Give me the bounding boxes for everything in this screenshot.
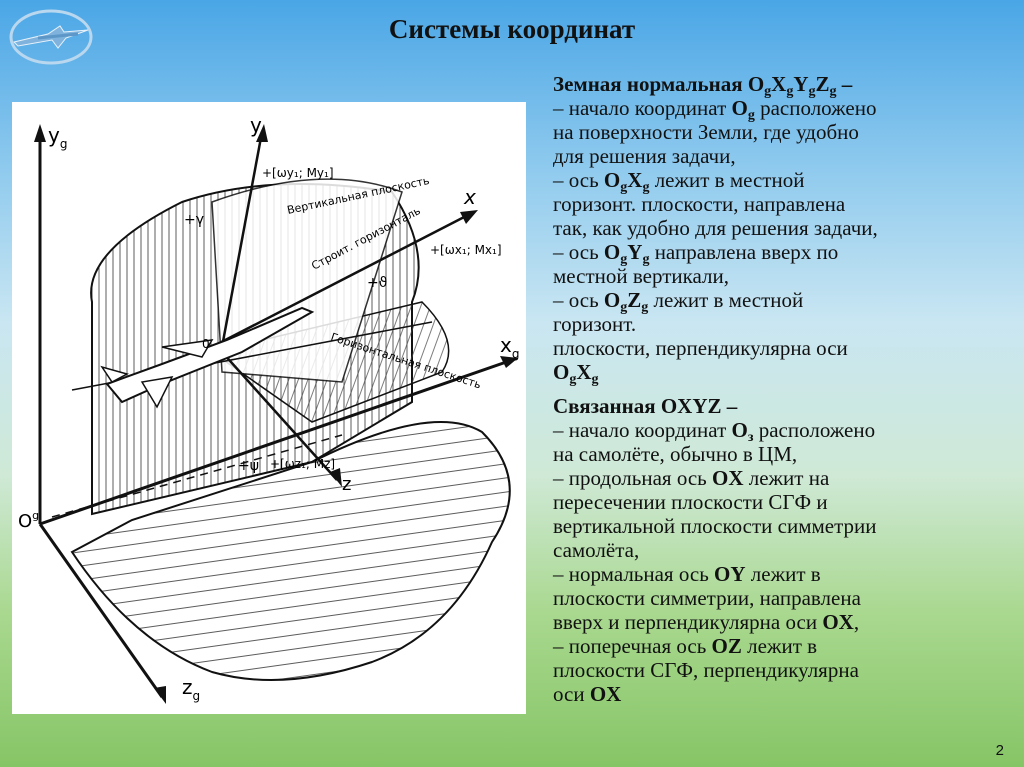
wz-label: +[ωz₁; Mz] [270,457,335,471]
og-label: O [18,511,32,532]
z-label: z [342,474,351,495]
svg-text:zg: zg [182,675,200,703]
o-label: 0 [202,337,210,351]
page-number: 2 [995,742,1004,759]
logo [8,8,94,66]
theta-label: +ϑ [367,275,387,291]
page-title: Системы координат [388,14,636,44]
description-text: Земная нормальная OgXgYgZg – – начало ко… [553,72,1008,706]
svg-text:xg: xg [500,333,519,361]
section1-heading: Земная нормальная OgXgYgZg – [553,72,853,99]
y-label: y [250,113,262,137]
wy-label: +[ωy₁; My₁] [262,166,334,180]
xg-label: x [500,333,512,357]
zg-label: z [182,675,193,699]
gamma-label: +γ [184,212,204,228]
svg-text:Og: Og [18,509,39,532]
wx-label: +[ωx₁; Mx₁] [430,243,502,257]
psi-label: +ψ [238,458,259,474]
svg-text:yg: yg [48,123,67,151]
coordinate-systems-figure: yg xg zg Og y x z 0 +[ωy₁; My₁] +[ωx₁; M… [12,102,526,714]
x-label: x [463,185,476,209]
section2-heading: Связанная OXYZ – [553,394,738,418]
yg-label: y [48,123,60,147]
